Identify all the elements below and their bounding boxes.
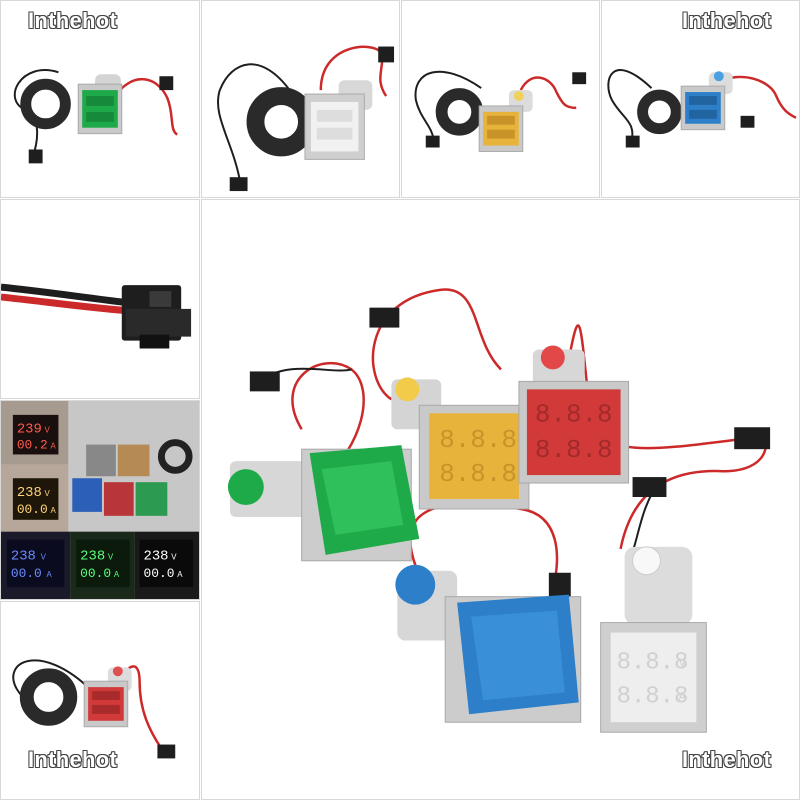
main-yellow-meter: 8.8.8 8.8.8: [391, 377, 530, 510]
reading-2-volts: 238: [17, 485, 42, 501]
reading-1-amp-unit: A: [50, 442, 56, 451]
reading-4-amps: 00.0: [80, 566, 111, 581]
reading-2-volt-unit: V: [45, 489, 51, 498]
reading-3-volts: 238: [11, 548, 36, 564]
connector-closeup-illustration: [1, 283, 192, 349]
thumbnail-yellow-meter: [401, 0, 600, 198]
white-meter-illustration: [217, 45, 395, 192]
reading-4-volts: 238: [80, 548, 105, 564]
green-meter-face: [82, 90, 118, 128]
white-meter-volt-unit: V: [678, 655, 686, 669]
main-green-meter: [227, 445, 420, 562]
main-white-meter: 8.8.8 V 8.8.8 A: [600, 546, 707, 733]
thumbnail-blue-meter: [601, 0, 800, 198]
connector-closeup-panel: [0, 199, 200, 399]
display-readings-collage: 239 V 00.2 A 238 V 00.0 A 238 V 00.0 A 2…: [1, 401, 199, 599]
reading-4-volt-unit: V: [108, 552, 114, 561]
red-meter-illustration: [12, 659, 176, 759]
reading-3-amp-unit: A: [47, 570, 53, 579]
reading-3-volt-unit: V: [41, 552, 47, 561]
reading-5-volts: 238: [144, 548, 169, 564]
reading-1-amps: 00.2: [17, 438, 48, 453]
green-meter-illustration: [13, 69, 179, 164]
main-product-group-panel: 8.8.8 8.8.8 8.8.8 8.8.8: [201, 199, 800, 800]
reading-1-volts: 239: [17, 422, 42, 438]
reading-2-amps: 00.0: [17, 502, 48, 517]
main-meters-illustration: 8.8.8 8.8.8 8.8.8 8.8.8: [227, 288, 771, 733]
main-red-meter: 8.8.8 8.8.8: [518, 345, 630, 484]
watermark-top-right: Inthehot: [682, 8, 772, 33]
reading-3-amps: 00.0: [11, 566, 42, 581]
thumbnail-red-meter: [0, 601, 200, 800]
blue-meter-illustration: [607, 69, 797, 148]
red-meter-digits-bottom: 8.8.8: [535, 435, 613, 465]
watermark-bottom-left: Inthehot: [28, 747, 118, 772]
reading-1-volt-unit: V: [45, 426, 51, 435]
display-readings-panel: 239 V 00.2 A 238 V 00.0 A 238 V 00.0 A 2…: [0, 400, 200, 600]
reading-5-amp-unit: A: [177, 570, 183, 579]
yellow-meter-digits-bottom: 8.8.8: [439, 459, 517, 489]
reading-5-amps: 00.0: [144, 566, 175, 581]
red-meter-digits-top: 8.8.8: [535, 399, 613, 429]
reading-2-amp-unit: A: [50, 506, 56, 515]
white-meter-digits-top: 8.8.8: [617, 649, 689, 676]
white-meter-digits-bottom: 8.8.8: [617, 683, 689, 710]
thumbnail-white-meter: [201, 0, 400, 198]
reading-5-volt-unit: V: [171, 552, 177, 561]
white-meter-amp-unit: A: [678, 689, 686, 703]
white-meter-face: [310, 101, 359, 152]
yellow-meter-digits-top: 8.8.8: [439, 425, 517, 455]
reading-4-amp-unit: A: [114, 570, 120, 579]
main-blue-meter: [395, 564, 582, 723]
watermark-bottom-right: Inthehot: [682, 747, 772, 772]
yellow-meter-illustration: [414, 70, 587, 152]
watermark-top-left: Inthehot: [28, 8, 118, 33]
thumbnail-green-meter: [0, 0, 200, 198]
